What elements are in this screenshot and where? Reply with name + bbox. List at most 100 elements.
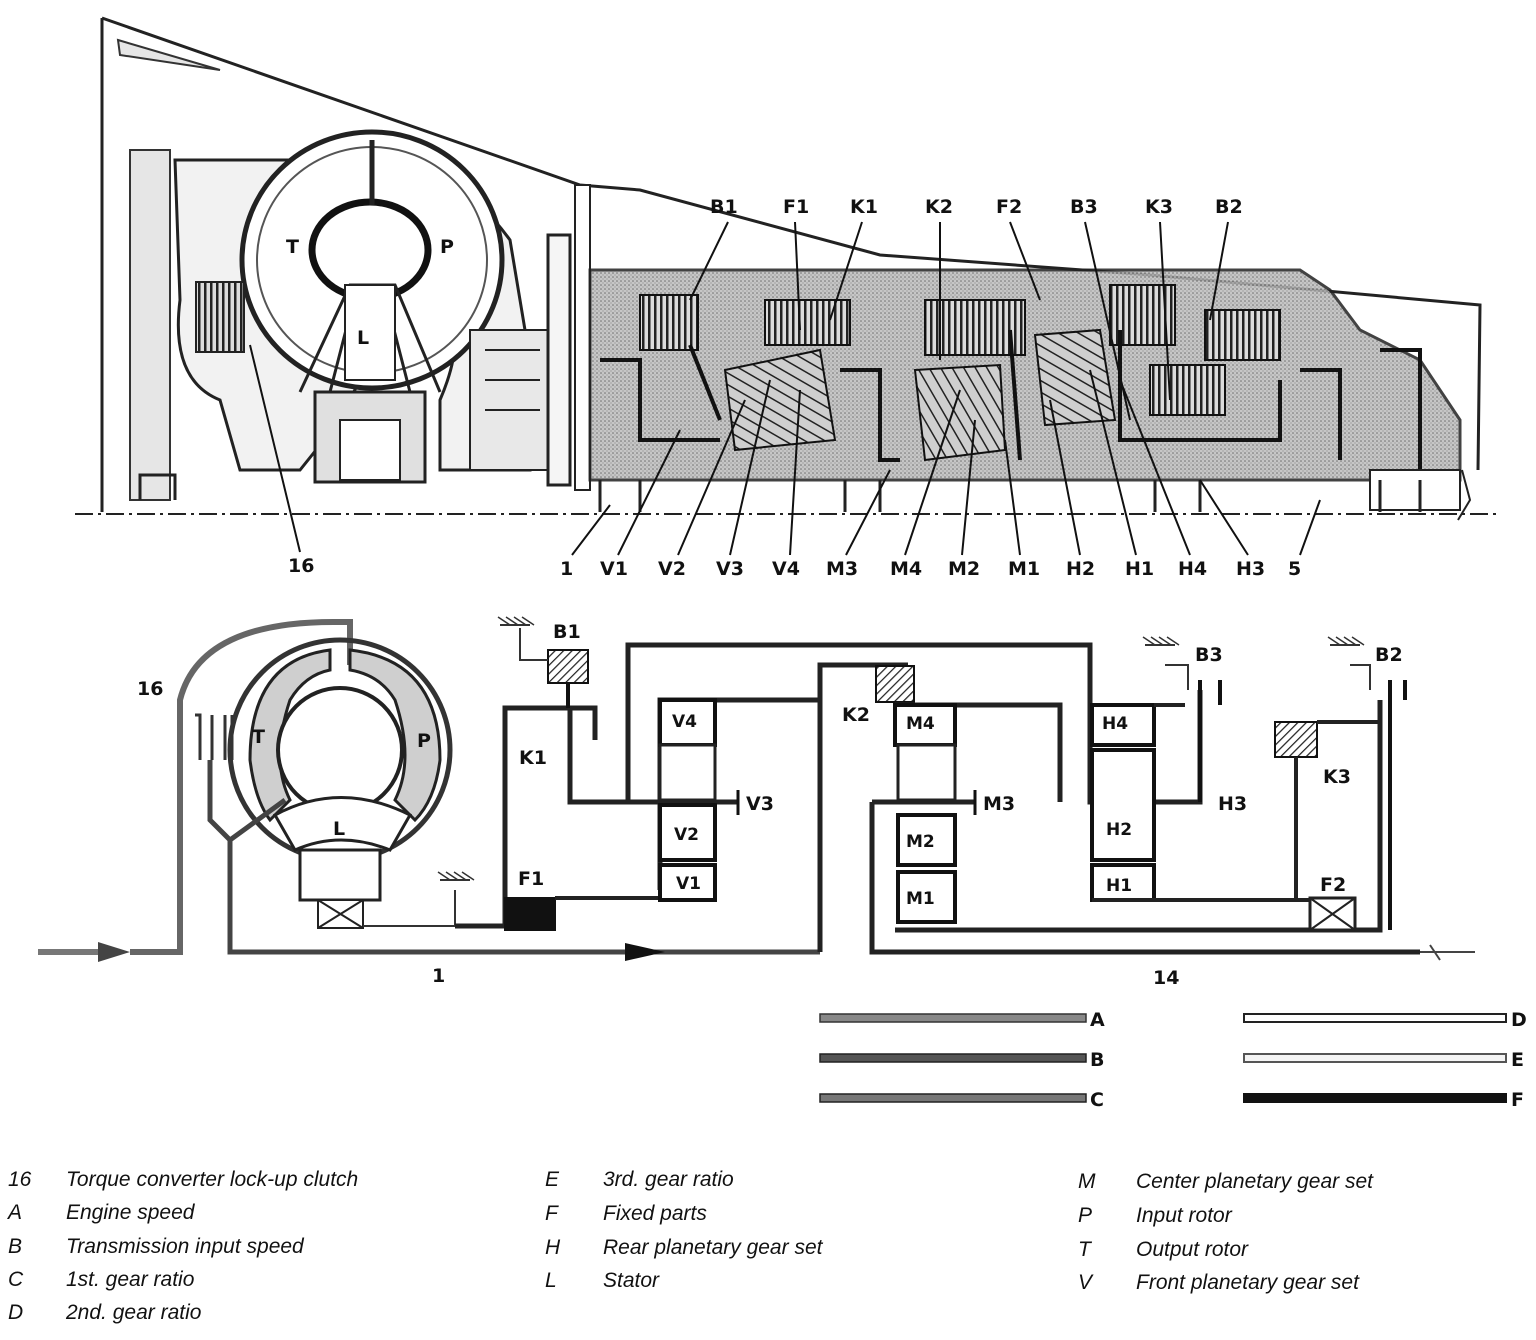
label-k2-schematic: K2 [842,704,870,726]
label-v1-schematic: V1 [676,874,701,894]
legend-text: Front planetary gear set [1136,1271,1359,1294]
clutch-pack-k1 [764,299,851,346]
pump-housing [469,329,556,471]
front-planetary-schematic-lines [455,642,1203,929]
label-v3-schematic: V3 [746,793,774,815]
legend-text: 2nd. gear ratio [66,1301,202,1324]
label-m4-section: M4 [890,558,922,580]
legend-text: Torque converter lock-up clutch [66,1168,359,1191]
legend-key: D [8,1301,24,1324]
key-label-f: F [1511,1089,1524,1111]
label-f1-schematic: F1 [518,868,544,890]
legend-text: Output rotor [1136,1238,1249,1261]
key-line-f [1243,1093,1507,1103]
label-m4-schematic: M4 [906,714,935,734]
legend-key: T [1078,1238,1091,1261]
label-16-schematic: 16 [137,678,163,700]
transmission-diagram: B1 F1 K1 K2 F2 B3 K3 B2 T P L 16 1 V1 V2… [38,16,1527,1111]
label-b3-schematic: B3 [1195,644,1223,666]
key-label-b: B [1090,1049,1104,1071]
bottom-leaders [249,344,1321,556]
label-v2-schematic: V2 [674,825,699,845]
key-label-e: E [1511,1049,1524,1071]
schematic-lockup [195,713,234,760]
schematic-stator [272,796,413,852]
legend-text: Fixed parts [603,1202,707,1225]
legend-text: Transmission input speed [66,1235,304,1258]
label-1-schematic: 1 [432,965,445,987]
label-h3-section: H3 [1236,558,1265,580]
legend-key: H [545,1236,561,1259]
key-line-c [819,1093,1087,1103]
label-b2-schematic: B2 [1375,644,1403,666]
clutch-pack-k2 [924,299,1026,356]
label-b2-top: B2 [1215,196,1243,218]
legend-text: Engine speed [66,1201,195,1224]
key-line-a [819,1013,1087,1023]
lockup-clutch-plates [195,281,245,353]
label-v1-section: V1 [600,558,628,580]
label-v2-section: V2 [658,558,686,580]
line-key: A B C D E F [819,1009,1527,1111]
gear-v1 [658,863,717,902]
clutch-pack-k3 [1149,364,1226,416]
legend-key: M [1078,1170,1096,1193]
legend-key: V [1078,1271,1093,1294]
gear-m1 [896,870,957,924]
label-m1-schematic: M1 [906,889,935,909]
legend-text: Stator [603,1269,660,1292]
freewheel-f1 [504,897,556,931]
label-k2-top: K2 [925,196,953,218]
gear-h2 [1090,748,1156,862]
bell-housing-inner [116,38,221,501]
output-flow-arrow [625,943,665,961]
key-line-b [819,1053,1087,1063]
label-v3-section: V3 [716,558,744,580]
shaft-bases [138,473,1422,512]
label-v4-schematic: V4 [672,712,697,732]
legend-text: Input rotor [1136,1204,1232,1227]
legend-key: 16 [8,1168,32,1191]
legend-key: B [8,1235,23,1258]
section-view: B1 F1 K1 K2 F2 B3 K3 B2 T P L 16 1 V1 V2… [75,16,1500,580]
legend-key: A [8,1201,23,1224]
label-h4-section: H4 [1178,558,1207,580]
brake-b3 [1198,680,1222,802]
legend-key: C [8,1268,24,1291]
legend-text: Center planetary gear set [1136,1170,1373,1193]
label-1-section: 1 [560,558,573,580]
label-l-section: L [357,327,369,349]
label-m2-section: M2 [948,558,980,580]
clutch-k2 [875,665,915,703]
legend-text: Rear planetary gear set [603,1236,823,1259]
label-14-schematic: 14 [1153,967,1179,989]
center-planetary [913,363,1007,462]
key-line-d [1243,1013,1507,1023]
schematic-output-rotor [248,648,332,823]
label-5-section: 5 [1288,558,1301,580]
label-h1-section: H1 [1125,558,1154,580]
label-h1-schematic: H1 [1106,876,1132,896]
legend-key: P [1078,1204,1093,1227]
gear-m2 [896,813,957,867]
label-f1-top: F1 [783,196,809,218]
brake-b1 [547,649,589,684]
label-k3-top: K3 [1145,196,1173,218]
clutch-pack-b1 [639,294,699,351]
label-h2-schematic: H2 [1106,820,1132,840]
clutch-k3 [1274,721,1318,758]
label-k3-schematic: K3 [1323,766,1351,788]
label-v4-section: V4 [772,558,800,580]
label-k1-schematic: K1 [519,747,547,769]
schematic-view: 16 T P L B1 K1 F1 V4 V3 V2 V1 K2 M4 M3 M… [38,616,1475,989]
output-shaft [1420,944,1475,961]
label-h4-schematic: H4 [1102,714,1128,734]
internal-walls [600,329,1422,470]
legend-key: L [545,1269,557,1292]
label-h2-section: H2 [1066,558,1095,580]
key-label-c: C [1090,1089,1104,1111]
label-t-section: T [286,236,299,258]
key-line-e [1243,1053,1507,1063]
gear-v4 [658,698,717,747]
label-l-schematic: L [333,818,345,840]
